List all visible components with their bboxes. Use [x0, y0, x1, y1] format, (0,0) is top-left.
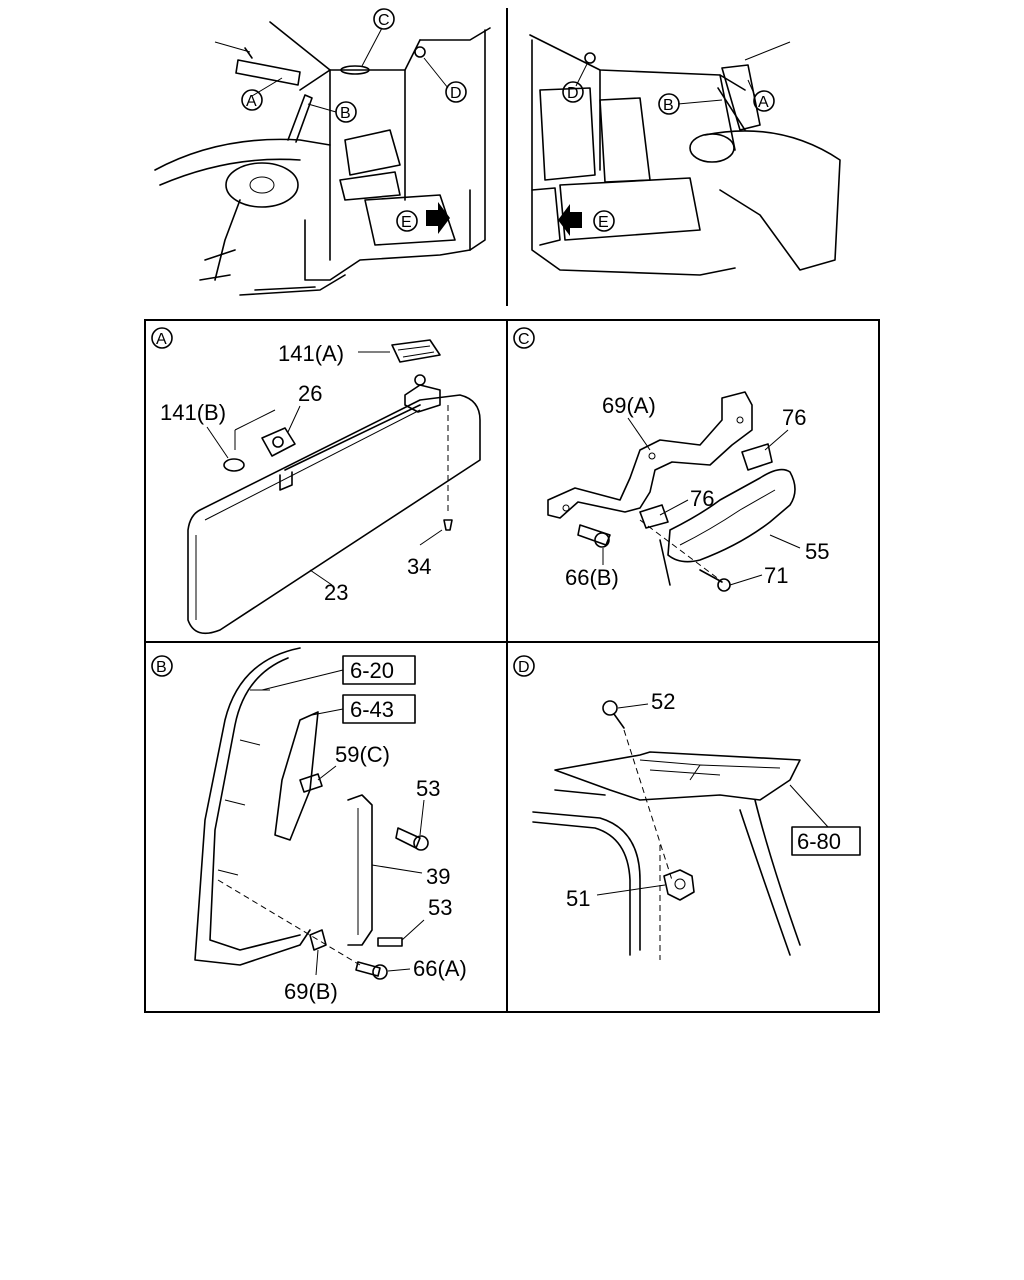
- grab-bar-39: [347, 794, 373, 946]
- screw-52: [602, 700, 618, 716]
- ref-box-6-80[interactable]: [791, 826, 861, 856]
- clip-76-lower: [639, 504, 669, 529]
- label-76-lower: 76: [690, 486, 714, 511]
- label-69a: 69(A): [602, 393, 656, 418]
- ref-6-80[interactable]: 6-80: [797, 829, 841, 854]
- overview-left-callout-a: A: [246, 93, 257, 110]
- pillar-trim: [274, 711, 319, 841]
- panel-d: D 6-80 52 51: [513, 655, 861, 960]
- clip-69b: [309, 929, 327, 951]
- door-frame: [194, 647, 311, 966]
- clip-51: [663, 869, 695, 901]
- label-69b: 69(B): [284, 979, 338, 1004]
- panel-c-tag-circle: [513, 327, 535, 349]
- ref-6-43[interactable]: 6-43: [350, 697, 394, 722]
- label-39: 39: [426, 864, 450, 889]
- clip-59c: [299, 773, 323, 793]
- label-141b: 141(B): [160, 400, 226, 425]
- panel-b-tag-circle: [151, 655, 173, 677]
- bolt-53-lower: [377, 937, 403, 947]
- overview-left-callout-d: D: [450, 85, 462, 102]
- overview-right-callout-d: D: [567, 85, 579, 102]
- label-76-upper: 76: [782, 405, 806, 430]
- visor-bracket-26: [261, 427, 296, 457]
- overview-left-callout-e: E: [401, 214, 412, 231]
- roof-trim: [554, 751, 801, 801]
- overview-right-callout-e: E: [598, 214, 609, 231]
- detail-grid-frame: [144, 319, 880, 1013]
- clip-34: [443, 519, 453, 531]
- label-52: 52: [651, 689, 675, 714]
- label-55: 55: [805, 539, 829, 564]
- panel-d-tag: D: [518, 659, 530, 676]
- overview-left-view: A B C D E: [154, 8, 491, 296]
- ref-6-20[interactable]: 6-20: [350, 658, 394, 683]
- label-26: 26: [298, 381, 322, 406]
- panel-d-tag-circle: [513, 655, 535, 677]
- label-59c: 59(C): [335, 742, 390, 767]
- overview-right-view: D B A E: [529, 34, 841, 276]
- screw-71: [717, 578, 731, 592]
- label-53-lower: 53: [428, 895, 452, 920]
- label-34: 34: [407, 554, 431, 579]
- label-51: 51: [566, 886, 590, 911]
- cap-141b: [223, 458, 245, 472]
- panel-c: C 69(A) 76 76 55 66(B) 71: [513, 327, 829, 592]
- bolt-66b: [577, 524, 611, 546]
- panel-a: A 141(A) 141(B) 26 34 23: [151, 327, 481, 635]
- overview-left-callout-c: C: [378, 12, 390, 29]
- bolt-66a: [355, 961, 381, 977]
- cover-141a: [391, 339, 441, 363]
- panel-b: B 6-20 6-43 59: [151, 647, 467, 1004]
- panel-a-tag-circle: [151, 327, 173, 349]
- label-71: 71: [764, 563, 788, 588]
- overview-right-callout-a: A: [758, 94, 769, 111]
- clip-76-upper: [741, 443, 773, 471]
- label-66a: 66(A): [413, 956, 467, 981]
- sun-visor-23: [187, 394, 481, 635]
- label-23: 23: [324, 580, 348, 605]
- overview-left-callout-b: B: [340, 105, 351, 122]
- panel-c-tag: C: [518, 331, 530, 348]
- label-53-upper: 53: [416, 776, 440, 801]
- bracket-69a: [547, 391, 753, 519]
- grab-handle-55: [667, 468, 796, 563]
- label-66b: 66(B): [565, 565, 619, 590]
- overview-right-callout-b: B: [663, 97, 674, 114]
- panel-b-tag: B: [156, 659, 167, 676]
- label-141a: 141(A): [278, 341, 344, 366]
- panel-a-tag: A: [156, 331, 167, 348]
